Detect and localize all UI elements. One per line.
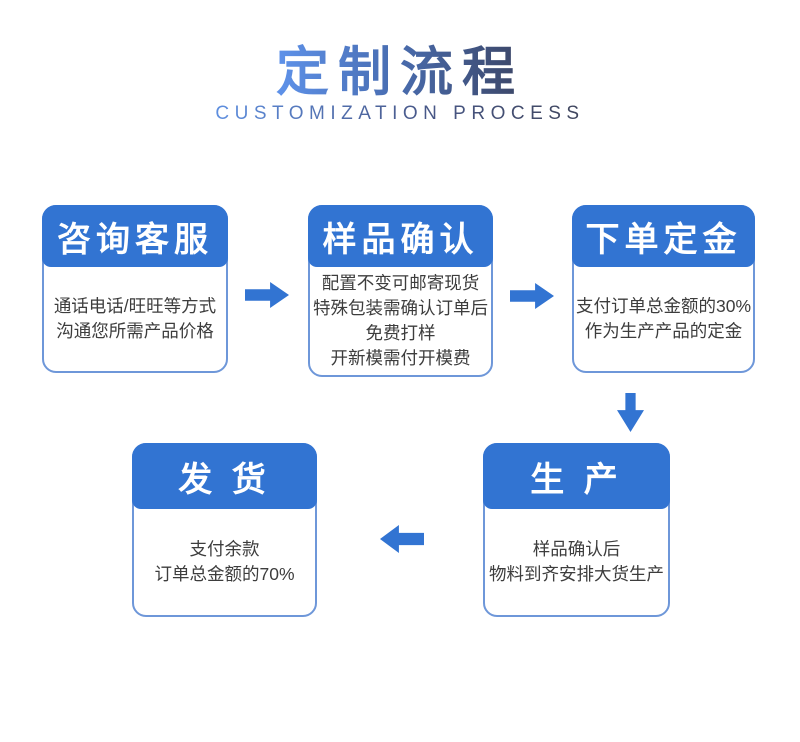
step-card-consult-service: 咨询客服 通话电话/旺旺等方式 沟通您所需产品价格 (42, 205, 228, 373)
step-sample-description: 配置不变可邮寄现货 特殊包装需确认订单后 免费打样 开新模需付开模费 (310, 267, 491, 375)
step-text-line: 通话电话/旺旺等方式 (53, 296, 217, 316)
step-card-sample-confirmation: 样品确认 配置不变可邮寄现货 特殊包装需确认订单后 免费打样 开新模需付开模费 (308, 205, 493, 377)
step-text-line: 作为生产产品的定金 (584, 321, 743, 341)
step-text-line: 订单总金额的70% (154, 564, 295, 584)
step-text-line: 支付订单总金额的30% (575, 296, 752, 316)
arrow-right-icon (245, 282, 289, 308)
page-title-container: 定制流程 (0, 30, 800, 106)
step-text-line: 免费打样 (365, 323, 436, 343)
step-shipping-description: 支付余款 订单总金额的70% (134, 509, 315, 615)
page-subtitle-container: CUSTOMIZATION PROCESS (0, 103, 800, 125)
step-shipping-title: 发 货 (132, 443, 317, 509)
step-text-line: 开新模需付开模费 (330, 348, 471, 368)
step-production-title: 生 产 (483, 443, 670, 509)
page-subtitle: CUSTOMIZATION PROCESS (215, 103, 585, 124)
step-text-line: 沟通您所需产品价格 (56, 321, 214, 341)
step-text-line: 物料到齐安排大货生产 (489, 564, 664, 584)
step-production-description: 样品确认后 物料到齐安排大货生产 (485, 509, 668, 615)
step-consult-title: 咨询客服 (42, 205, 228, 267)
step-card-shipping: 发 货 支付余款 订单总金额的70% (132, 443, 317, 617)
step-card-order-deposit: 下单定金 支付订单总金额的30% 作为生产产品的定金 (572, 205, 755, 373)
step-text-line: 特殊包装需确认订单后 (313, 298, 488, 318)
step-sample-title: 样品确认 (308, 205, 493, 267)
arrow-down-icon (617, 393, 644, 432)
arrow-left-icon (380, 525, 424, 553)
step-text-line: 配置不变可邮寄现货 (321, 273, 480, 293)
page-title: 定制流程 (276, 30, 524, 106)
step-deposit-title: 下单定金 (572, 205, 755, 267)
step-card-production: 生 产 样品确认后 物料到齐安排大货生产 (483, 443, 670, 617)
step-consult-description: 通话电话/旺旺等方式 沟通您所需产品价格 (44, 267, 226, 371)
step-text-line: 支付余款 (189, 539, 260, 559)
step-deposit-description: 支付订单总金额的30% 作为生产产品的定金 (574, 267, 753, 371)
step-text-line: 样品确认后 (532, 539, 621, 559)
arrow-right-icon (510, 283, 554, 309)
